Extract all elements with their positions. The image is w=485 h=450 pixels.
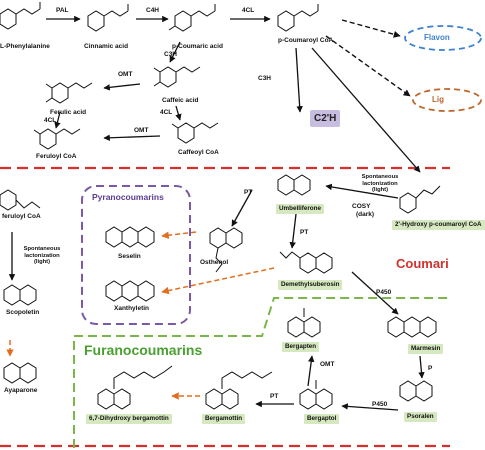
structure-caffeoyl <box>177 122 195 144</box>
label-hydroxy-p-coumaroyl-coa: 2'-Hydroxy p-coumaroyl CoA <box>392 220 485 231</box>
structure-caffeic <box>159 66 177 88</box>
enzyme-4cl-mid: 4CL <box>160 109 173 116</box>
enzyme-4cl-top: 4CL <box>242 7 255 14</box>
enzyme-omt-b: OMT <box>134 127 149 134</box>
title-coumarins: Coumari <box>396 256 449 271</box>
structure-phenylalanine <box>0 8 17 30</box>
label-caffeoyl-coa: Caffeoyl CoA <box>178 149 219 156</box>
label-flavonoids: Flavon <box>424 33 450 42</box>
label-feruloyl-coa: Feruloyl CoA <box>36 153 77 160</box>
enzyme-p450-b: P450 <box>372 401 388 408</box>
label-demethylsuberosin: Demethylsuberosin <box>278 280 343 291</box>
enzyme-c4h: C4H <box>146 7 160 14</box>
structure-scopoletin <box>3 284 21 306</box>
label-p-coumaroyl-coa: p-Coumaroyl CoA <box>278 37 334 44</box>
title-pyranocoumarins: Pyranocoumarins <box>92 192 164 202</box>
dashed-arrows <box>325 19 411 97</box>
enzyme-pt-b: PT <box>300 229 309 236</box>
structure-demethylsuberosin <box>299 252 317 274</box>
reaction-arrows <box>8 15 425 411</box>
structure-umbelliferone <box>277 174 295 196</box>
enzyme-c2h-box: C2'H <box>310 110 341 127</box>
structure-marmesin <box>387 316 405 338</box>
structure-ayaparone <box>3 362 21 384</box>
label-ferulic-acid: Ferulic acid <box>50 109 87 116</box>
label-lignins: Lig <box>432 95 444 104</box>
enzyme-p450-a: P450 <box>376 289 392 296</box>
structure-cinnamic <box>87 10 105 32</box>
enzyme-omt-a: OMT <box>118 71 133 78</box>
enzyme-cosy-dark: (dark) <box>356 211 375 218</box>
label-scopoletin: Scopoletin <box>6 309 40 316</box>
structure-bergamottin <box>205 388 223 410</box>
title-furanocoumarins: Furanocoumarins <box>84 342 203 358</box>
structure-xanthyletin <box>105 280 123 302</box>
structure-seselin <box>105 226 123 248</box>
enzyme-pt-c: PT <box>270 393 279 400</box>
label-phenylalanine: L-Phenylalanine <box>0 43 50 50</box>
structure-dihydroxy <box>97 388 115 410</box>
label-ayaparone: Ayaparone <box>4 387 38 394</box>
label-dihydroxy-bergamottin: 6,7-Dihydroxy bergamottin <box>86 414 172 425</box>
label-seselin: Seselin <box>118 253 141 260</box>
enzyme-pt-a: PT <box>244 189 253 196</box>
structure-hydroxy-coumaroyl <box>399 192 417 214</box>
label-bergamottin: Bergamottin <box>202 414 246 425</box>
orange-arrows <box>6 231 275 400</box>
enzyme-c3h-a: C3H <box>164 51 178 58</box>
structure-osthenol <box>209 227 227 249</box>
enzyme-p-cut: P <box>428 365 433 372</box>
pyranocoumarin-boundary <box>81 185 191 325</box>
structure-p-coumaric <box>174 10 192 32</box>
structure-ferulic <box>51 82 69 104</box>
label-xanthyletin: Xanthyletin <box>114 305 150 312</box>
note-spontaneous-left: Spontaneous lactonization (light) <box>23 246 61 266</box>
enzyme-omt-c: OMT <box>320 361 335 368</box>
structures <box>0 2 441 410</box>
note-spontaneous-right: Spontaneous lactonization (light) <box>361 174 399 194</box>
label-p-coumaric-acid: p-Coumaric acid <box>172 43 223 50</box>
structure-psoralen <box>399 380 417 402</box>
label-caffeic-acid: Caffeic acid <box>162 97 199 104</box>
structure-feruloyl <box>39 128 57 150</box>
label-bergapten: Bergapten <box>282 342 320 353</box>
structure-left-feruloyl <box>0 189 17 211</box>
label-umbelliferone: Umbelliferone <box>276 204 324 215</box>
furanocoumarin-boundary <box>73 297 450 448</box>
label-left-feruloyl-coa: feruloyl CoA <box>2 213 41 220</box>
enzyme-cosy: COSY <box>352 203 371 210</box>
lignin-oval <box>412 88 482 112</box>
structure-bergapten <box>287 316 305 338</box>
label-osthenol: Osthenol <box>200 259 229 266</box>
structure-bergaptol <box>299 388 317 410</box>
label-cinnamic-acid: Cinnamic acid <box>84 43 129 50</box>
structure-p-coumaroyl <box>277 10 295 32</box>
label-marmesin: Marmesin <box>408 344 444 355</box>
label-bergaptol: Bergaptol <box>304 414 340 425</box>
flavonoid-oval <box>404 25 482 51</box>
enzyme-c3h-b: C3H <box>258 75 272 82</box>
enzyme-4cl-left: 4CL <box>44 117 57 124</box>
enzyme-pal: PAL <box>56 7 69 14</box>
label-psoralen: Psoralen <box>404 412 437 423</box>
